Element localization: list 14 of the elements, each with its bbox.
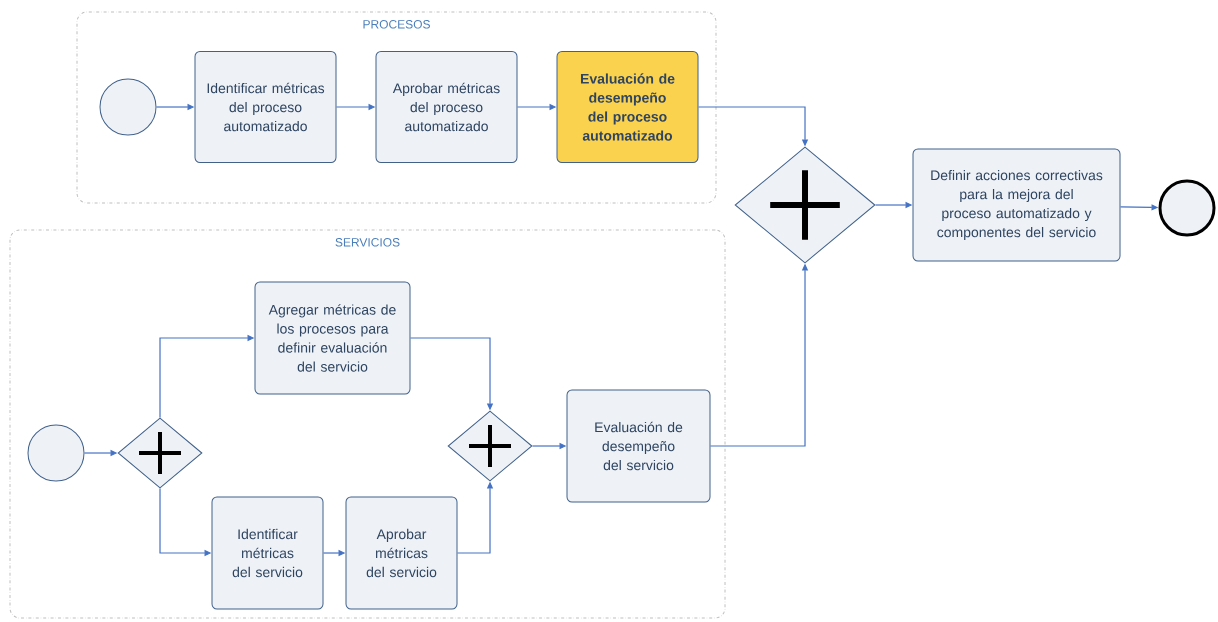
gateway-diamond <box>117 417 203 489</box>
task-box: Evaluación de desempeño del proceso automatizado <box>556 51 699 163</box>
task-box: Agregar métricas de los procesos para definir evaluación del servicio <box>254 281 411 395</box>
gateway-diamond <box>734 146 876 264</box>
task-box: Identificar métricas del proceso automatizado <box>194 51 337 163</box>
start-event-circle <box>99 78 157 136</box>
task-box: Aprobar métricas del servicio <box>345 496 458 610</box>
task-box: Evaluación de desempeño del servicio <box>566 389 711 503</box>
task-box: Identificar métricas del servicio <box>211 496 324 610</box>
gateway-diamond <box>447 410 533 482</box>
end-event-circle <box>1158 179 1216 237</box>
task-box: Definir acciones correctivas para la mejora del proceso automatizado y componentes del servicio <box>912 148 1121 262</box>
start-event-circle <box>27 424 85 482</box>
task-box: Aprobar métricas del proceso automatizado <box>375 51 518 163</box>
